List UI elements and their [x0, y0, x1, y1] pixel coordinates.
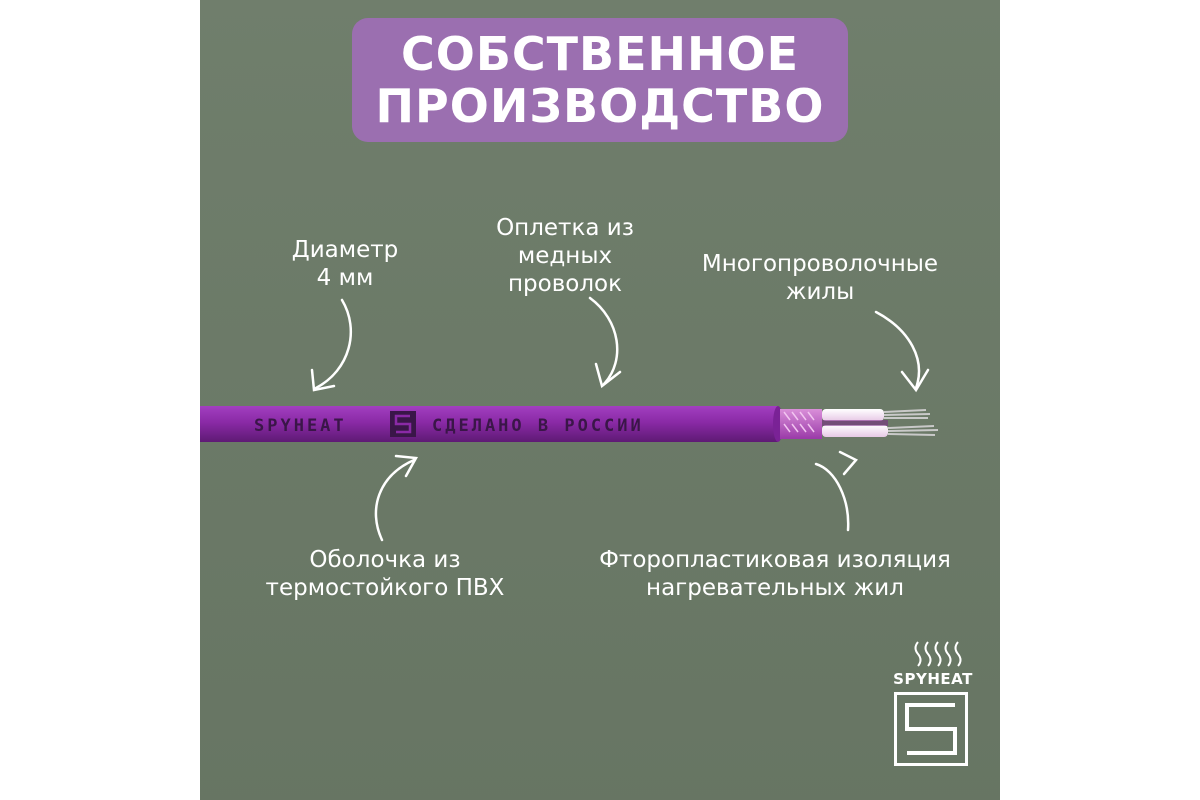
label-insulation-line-2: нагревательных жил	[646, 575, 904, 601]
title-line-1: СОБСТВЕННОЕ	[400, 27, 800, 81]
stranded-wire-1	[883, 409, 931, 419]
brand-logo-mark	[894, 692, 968, 766]
label-sheath-line-2: термостойкого ПВХ	[265, 575, 505, 601]
cable-print-logo-icon	[390, 411, 416, 437]
stranded-wire-2	[887, 425, 939, 436]
braid-texture	[783, 411, 815, 433]
label-braid-line-1: Оплетка из	[496, 215, 634, 241]
label-braid-line-2: медных	[517, 243, 613, 269]
cable-print-brand: SPYHEAT	[254, 416, 347, 436]
title-line-2: ПРОИЗВОДСТВО	[375, 79, 825, 133]
brand-logo: SPYHEAT	[890, 640, 976, 770]
core-divider	[822, 420, 888, 426]
brand-logo-text: SPYHEAT	[893, 670, 973, 688]
cable-illustration: SPYHEAT СДЕЛАНО В РОССИИ	[200, 296, 939, 542]
arrow-braid-head	[594, 362, 622, 389]
label-diameter: Диаметр 4 мм	[280, 236, 410, 292]
label-strands: Многопроволочные жилы	[680, 250, 960, 306]
label-diameter-line-2: 4 мм	[316, 265, 374, 291]
label-sheath: Оболочка из термостойкого ПВХ	[250, 546, 520, 602]
label-insulation: Фторопластиковая изоляция нагревательных…	[570, 546, 980, 602]
label-insulation-line-1: Фторопластиковая изоляция	[599, 547, 951, 573]
arrow-insulation	[814, 462, 850, 532]
label-braid-line-3: проволок	[507, 271, 622, 297]
arrow-sheath	[374, 458, 416, 542]
arrow-diameter	[314, 298, 352, 390]
label-sheath-line-1: Оболочка из	[309, 547, 461, 573]
label-diameter-line-1: Диаметр	[291, 237, 399, 263]
arrow-braid	[588, 296, 619, 386]
cable-print-text: СДЕЛАНО В РОССИИ	[432, 416, 644, 436]
label-braid: Оплетка из медных проволок	[485, 214, 645, 298]
arrow-insulation-head	[838, 450, 858, 476]
insulated-core-2	[822, 425, 888, 437]
label-strands-line-2: жилы	[785, 279, 855, 305]
arrow-strands-head	[900, 368, 930, 393]
arrow-sheath-head	[394, 454, 419, 478]
serpentine-icon	[905, 703, 957, 755]
arrow-diameter-head	[310, 368, 336, 392]
product-image-panel: СОБСТВЕННОЕ ПРОИЗВОДСТВО Диаметр 4 мм Оп…	[200, 0, 1000, 800]
cable-sheath	[200, 406, 778, 442]
arrow-strands	[874, 310, 921, 390]
title-banner: СОБСТВЕННОЕ ПРОИЗВОДСТВО	[352, 18, 848, 142]
heat-waves-icon	[914, 641, 962, 667]
insulated-core-1	[822, 409, 884, 421]
label-strands-line-1: Многопроволочные	[701, 251, 939, 277]
